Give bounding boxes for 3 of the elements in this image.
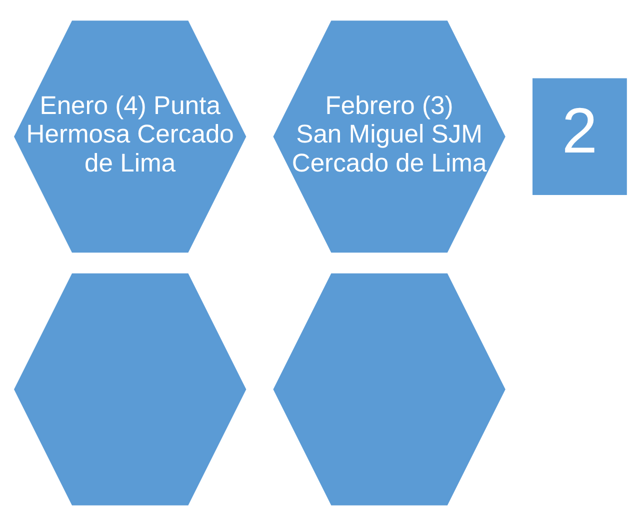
node-hexagon [14, 272, 246, 505]
node-box: 2 [532, 78, 627, 194]
node-hexagon [273, 272, 506, 505]
